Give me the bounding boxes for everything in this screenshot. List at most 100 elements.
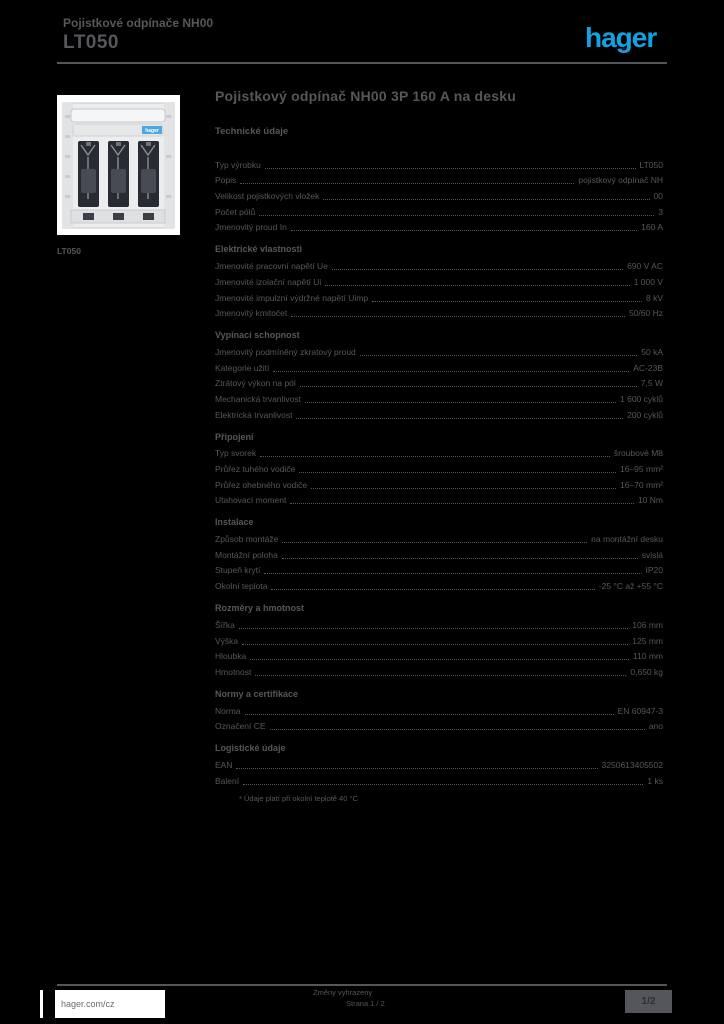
dotted-leader <box>299 472 616 473</box>
footer-note: Změny vyhrazeny Strana 1 / 2 <box>313 987 385 1009</box>
spec-value: AC-23B <box>633 362 663 373</box>
dotted-leader <box>260 456 610 458</box>
footer-edge-mark <box>40 990 43 1018</box>
spec-label: Průřez tuhého vodiče <box>215 464 296 474</box>
spec-label: Ztrátový výkon na pól <box>215 378 296 389</box>
dotted-leader <box>372 300 642 302</box>
spec-group-heading: Logistické údaje <box>215 743 286 754</box>
dotted-leader <box>323 199 650 201</box>
spec-row: Způsob montáže na montážní desku <box>215 530 663 546</box>
header-divider <box>57 62 667 64</box>
dotted-leader <box>331 269 624 271</box>
dotted-leader <box>255 674 627 676</box>
dotted-leader <box>311 487 616 489</box>
product-photo: hager <box>57 95 180 235</box>
spec-value: šroubové M8 <box>613 448 663 459</box>
spec-value: svislá <box>641 549 663 560</box>
spec-label: Jmenovitý proud In <box>215 222 287 233</box>
spec-row: Velikost pojistkových vložek 00 <box>215 187 663 203</box>
spec-row: Okolní teplota-25 °C až +55 °C <box>215 577 663 593</box>
spec-label: Okolní teplota <box>215 581 268 592</box>
page-title: Pojistkový odpínač NH00 3P 160 A na desk… <box>215 88 517 104</box>
dotted-leader <box>264 573 642 575</box>
dotted-leader <box>271 589 595 591</box>
dotted-leader <box>250 659 629 661</box>
spec-value: 00 <box>653 191 663 202</box>
dotted-leader <box>299 386 637 388</box>
dotted-leader <box>291 316 625 318</box>
spec-label: Jmenovitý kmitočet <box>215 308 288 319</box>
spec-label: Hmotnost <box>215 666 252 677</box>
spec-value: 1 600 cyklů <box>620 393 663 404</box>
footer-note-line1: Změny vyhrazeny <box>313 988 373 997</box>
hager-logo: hager <box>585 22 657 53</box>
spec-footnote: * Údaje platí při okolní teplotě 40 °C <box>239 793 358 803</box>
dotted-leader <box>290 503 634 505</box>
spec-value: IP20 <box>645 565 664 576</box>
footer-site-box: hager.com/cz <box>55 990 165 1018</box>
spec-group-heading: Vypínací schopnost <box>215 330 300 341</box>
spec-value: 1 ks <box>647 775 663 786</box>
spec-value: 16–70 mm² <box>620 479 663 490</box>
spec-group-heading: Elektrické vlastnosti <box>215 244 303 255</box>
footer-site-link[interactable]: hager.com/cz <box>61 999 115 1009</box>
spec-label: Mechanická trvanlivost <box>215 393 301 404</box>
spec-group-heading: Normy a certifikace <box>215 688 299 699</box>
svg-text:hager: hager <box>145 128 159 134</box>
spec-value: 125 mm <box>632 635 663 646</box>
spec-label: Jmenovité impulzní výdržné napětí Uimp <box>215 292 369 303</box>
dotted-leader <box>244 713 614 715</box>
spec-value: 3250613405502 <box>601 759 663 770</box>
fuse-switch-illustration: hager <box>62 102 175 229</box>
spec-value: na montážní desku <box>591 534 663 545</box>
spec-value: 1 000 V <box>633 276 663 287</box>
spec-value: 3 <box>658 206 663 217</box>
spec-label: Utahovací moment <box>215 495 287 506</box>
spec-group-heading: Rozměry a hmotnost <box>215 603 305 614</box>
spec-label: Velikost pojistkových vložek <box>215 191 320 202</box>
photo-caption: LT050 <box>57 246 81 256</box>
spec-value: 690 V AC <box>627 261 663 272</box>
spec-label: Označení CE <box>215 721 266 732</box>
dotted-leader <box>242 643 629 645</box>
spec-label: Jmenovitý podmíněný zkratový proud <box>215 346 356 357</box>
spec-group-heading: Instalace <box>215 517 254 528</box>
spec-label: Typ výrobku <box>215 159 261 170</box>
spec-label: Způsob montáže <box>215 534 279 545</box>
spec-value: 200 cyklů <box>627 409 663 420</box>
header-product-block: Pojistkové odpínače NH00 LT050 <box>63 16 213 55</box>
dotted-leader <box>296 417 624 419</box>
spec-value: LT050 <box>639 159 663 170</box>
spec-value: 110 mm <box>632 651 663 662</box>
dotted-leader <box>269 729 645 731</box>
spec-label: Balení <box>215 775 240 786</box>
spec-value: EN 60947-3 <box>617 705 663 716</box>
section-heading-technical-data: Technické údaje <box>215 126 289 137</box>
